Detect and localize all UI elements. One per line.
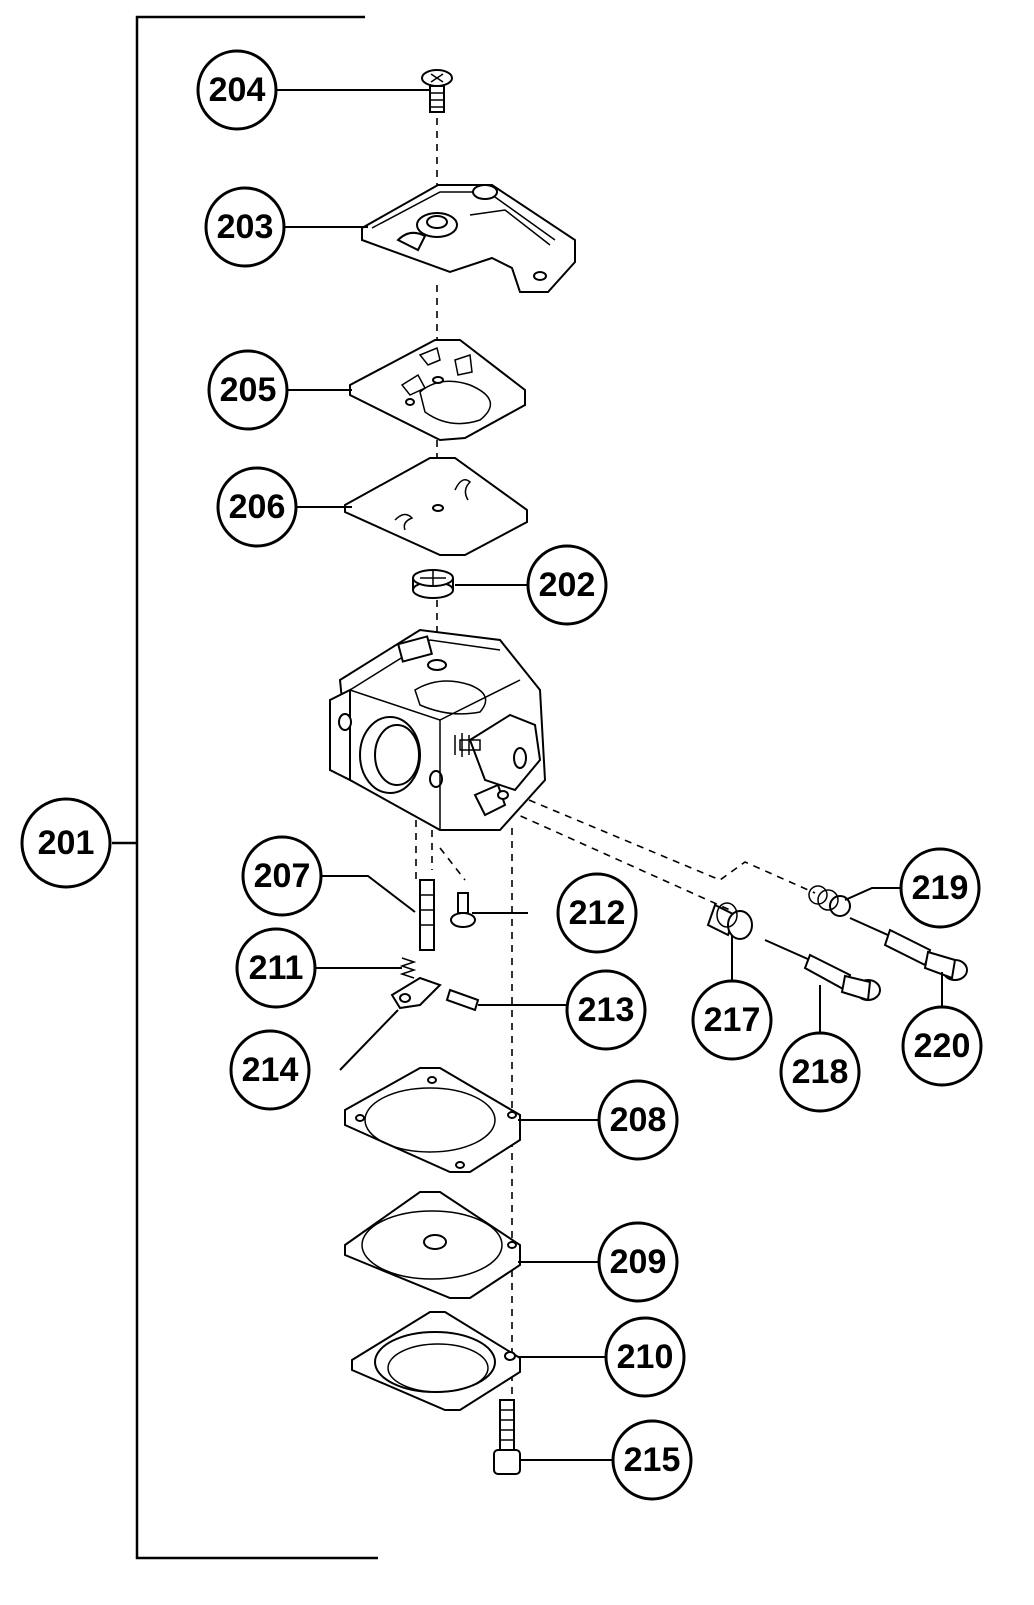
callout-208-label: 208 [610,1101,667,1139]
needle-218-drawing [764,939,881,1002]
screw-212-drawing [450,892,476,928]
callout-209: 209 [597,1221,679,1303]
callout-201-label: 201 [38,824,95,862]
callout-219: 219 [899,847,981,929]
callout-205: 205 [207,349,289,431]
callout-214: 214 [229,1029,311,1111]
pump-cover-203-drawing [361,184,576,293]
spring-217-drawing [706,902,753,940]
callout-203-label: 203 [217,208,274,246]
callout-201: 201 [20,797,112,889]
spring-211-drawing [399,957,417,979]
callout-214-label: 214 [242,1051,299,1089]
leader-lines [276,89,943,1461]
spring-219-drawing [808,885,851,917]
callout-211: 211 [235,927,317,1009]
callout-203: 203 [204,186,286,268]
lever-pin-207-drawing [419,879,435,951]
callout-213-label: 213 [578,991,635,1029]
callout-219-label: 219 [912,869,969,907]
pin-213-drawing [445,988,480,1012]
callout-212-label: 212 [569,894,626,932]
callout-205-label: 205 [220,371,277,409]
callout-210-label: 210 [617,1338,674,1376]
filter-screen-202-drawing [412,569,454,599]
callout-215-label: 215 [624,1441,681,1479]
callout-217-label: 217 [704,1001,761,1039]
callout-211-label: 211 [249,949,304,987]
callout-218: 218 [779,1031,861,1113]
callout-202-label: 202 [539,566,596,604]
screw-215-drawing [493,1399,521,1475]
callout-207: 207 [241,835,323,917]
callout-206-label: 206 [229,488,286,526]
callout-210: 210 [604,1316,686,1398]
callout-213: 213 [565,969,647,1051]
callout-208: 208 [597,1079,679,1161]
callout-207-label: 207 [254,857,311,895]
diaphragm-206-drawing [344,457,528,556]
callout-204-label: 204 [209,71,266,109]
callout-220-label: 220 [914,1027,971,1065]
gasket-205-drawing [349,339,526,442]
needle-220-drawing [849,917,968,981]
callout-217: 217 [691,979,773,1061]
screw-204-drawing [421,69,453,113]
callout-204: 204 [196,49,278,131]
callout-218-label: 218 [792,1053,849,1091]
carburetor-body-drawing [329,628,547,831]
control-lever-214-drawing [390,976,442,1010]
cover-210-drawing [351,1311,521,1411]
assembly-bracket [112,15,378,1560]
callout-209-label: 209 [610,1243,667,1281]
callout-212: 212 [556,872,638,954]
gasket-208-drawing [344,1067,521,1173]
callout-202: 202 [526,544,608,626]
diaphragm-209-drawing [344,1191,521,1299]
callout-215: 215 [611,1419,693,1501]
callout-206: 206 [216,466,298,548]
callout-220: 220 [901,1005,983,1087]
